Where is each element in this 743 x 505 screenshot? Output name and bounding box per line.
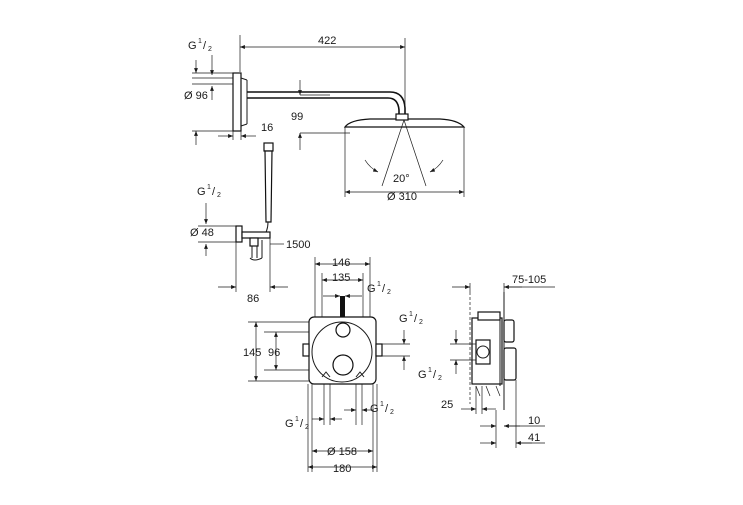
svg-text:2: 2 <box>387 289 391 296</box>
hose-length-label: 1500 <box>286 239 310 251</box>
arm-length-label: 422 <box>318 35 336 47</box>
arm-thread-G: G <box>188 40 197 52</box>
svg-text:2: 2 <box>208 46 212 53</box>
wall-flange <box>232 72 242 132</box>
thermostat-front-view: 146 135 G 1 / 2 G 1 / 2 145 96 G 1 <box>243 257 423 475</box>
temperature-knob <box>332 354 354 376</box>
head-drop-label: 99 <box>291 111 303 123</box>
svg-text:/: / <box>212 186 216 198</box>
svg-text:1: 1 <box>428 367 432 374</box>
thermostat-side-view: 75-105 G 1 / 2 25 10 41 <box>418 274 555 448</box>
svg-text:2: 2 <box>305 424 309 431</box>
height-145-label: 145 <box>243 347 261 359</box>
tilt-angle-label: 20° <box>393 173 410 185</box>
width-146-label: 146 <box>332 257 350 269</box>
dim-25-label: 25 <box>441 399 453 411</box>
svg-text:1: 1 <box>409 311 413 318</box>
hand-shower-head <box>263 142 274 152</box>
svg-text:/: / <box>203 40 207 52</box>
shower-arm-view: 422 99 G 1 / 2 Ø 96 16 Ø 310 <box>184 35 466 203</box>
svg-text:/: / <box>433 369 437 381</box>
flange-diameter-label: Ø 96 <box>184 90 208 102</box>
front-thread-right-G: G <box>399 313 408 325</box>
front-thread-bottom-left-G: G <box>285 418 294 430</box>
svg-text:2: 2 <box>438 375 442 382</box>
svg-text:/: / <box>414 313 418 325</box>
dim-41-label: 41 <box>528 432 540 444</box>
elbow-diameter-label: Ø 48 <box>190 227 214 239</box>
dim-10-label: 10 <box>528 415 540 427</box>
svg-text:1: 1 <box>295 416 299 423</box>
install-depth-label: 75-105 <box>512 274 546 286</box>
svg-text:/: / <box>382 283 386 295</box>
front-thread-bottom-right-G: G <box>370 403 379 415</box>
head-diameter-label: Ø 310 <box>387 191 417 203</box>
elbow-thread-G: G <box>197 186 206 198</box>
svg-text:1: 1 <box>377 281 381 288</box>
temperature-control-side <box>503 347 517 381</box>
side-thread-G: G <box>418 369 427 381</box>
hand-shower-handle <box>264 150 273 223</box>
svg-text:/: / <box>385 403 389 415</box>
width-135-label: 135 <box>332 272 350 284</box>
svg-text:/: / <box>300 418 304 430</box>
svg-text:1: 1 <box>207 184 211 191</box>
front-thread-top-G: G <box>367 283 376 295</box>
svg-text:2: 2 <box>217 192 221 199</box>
elbow-depth-label: 86 <box>247 293 259 305</box>
shower-head <box>343 118 466 128</box>
hand-shower-view: G 1 / 2 Ø 48 1500 86 <box>190 142 310 305</box>
width-180-label: 180 <box>333 463 351 475</box>
height-96-label: 96 <box>268 347 280 359</box>
wall-elbow <box>235 225 243 243</box>
body-circle <box>311 321 373 383</box>
diverter-control-side <box>503 319 515 343</box>
flange-depth-label: 16 <box>261 122 273 134</box>
svg-text:2: 2 <box>419 319 423 326</box>
diameter-158-label: Ø 158 <box>327 446 357 458</box>
svg-text:1: 1 <box>380 401 384 408</box>
svg-text:2: 2 <box>390 409 394 416</box>
diverter-knob <box>335 322 351 338</box>
svg-text:1: 1 <box>198 38 202 45</box>
shower-arm <box>247 91 406 118</box>
